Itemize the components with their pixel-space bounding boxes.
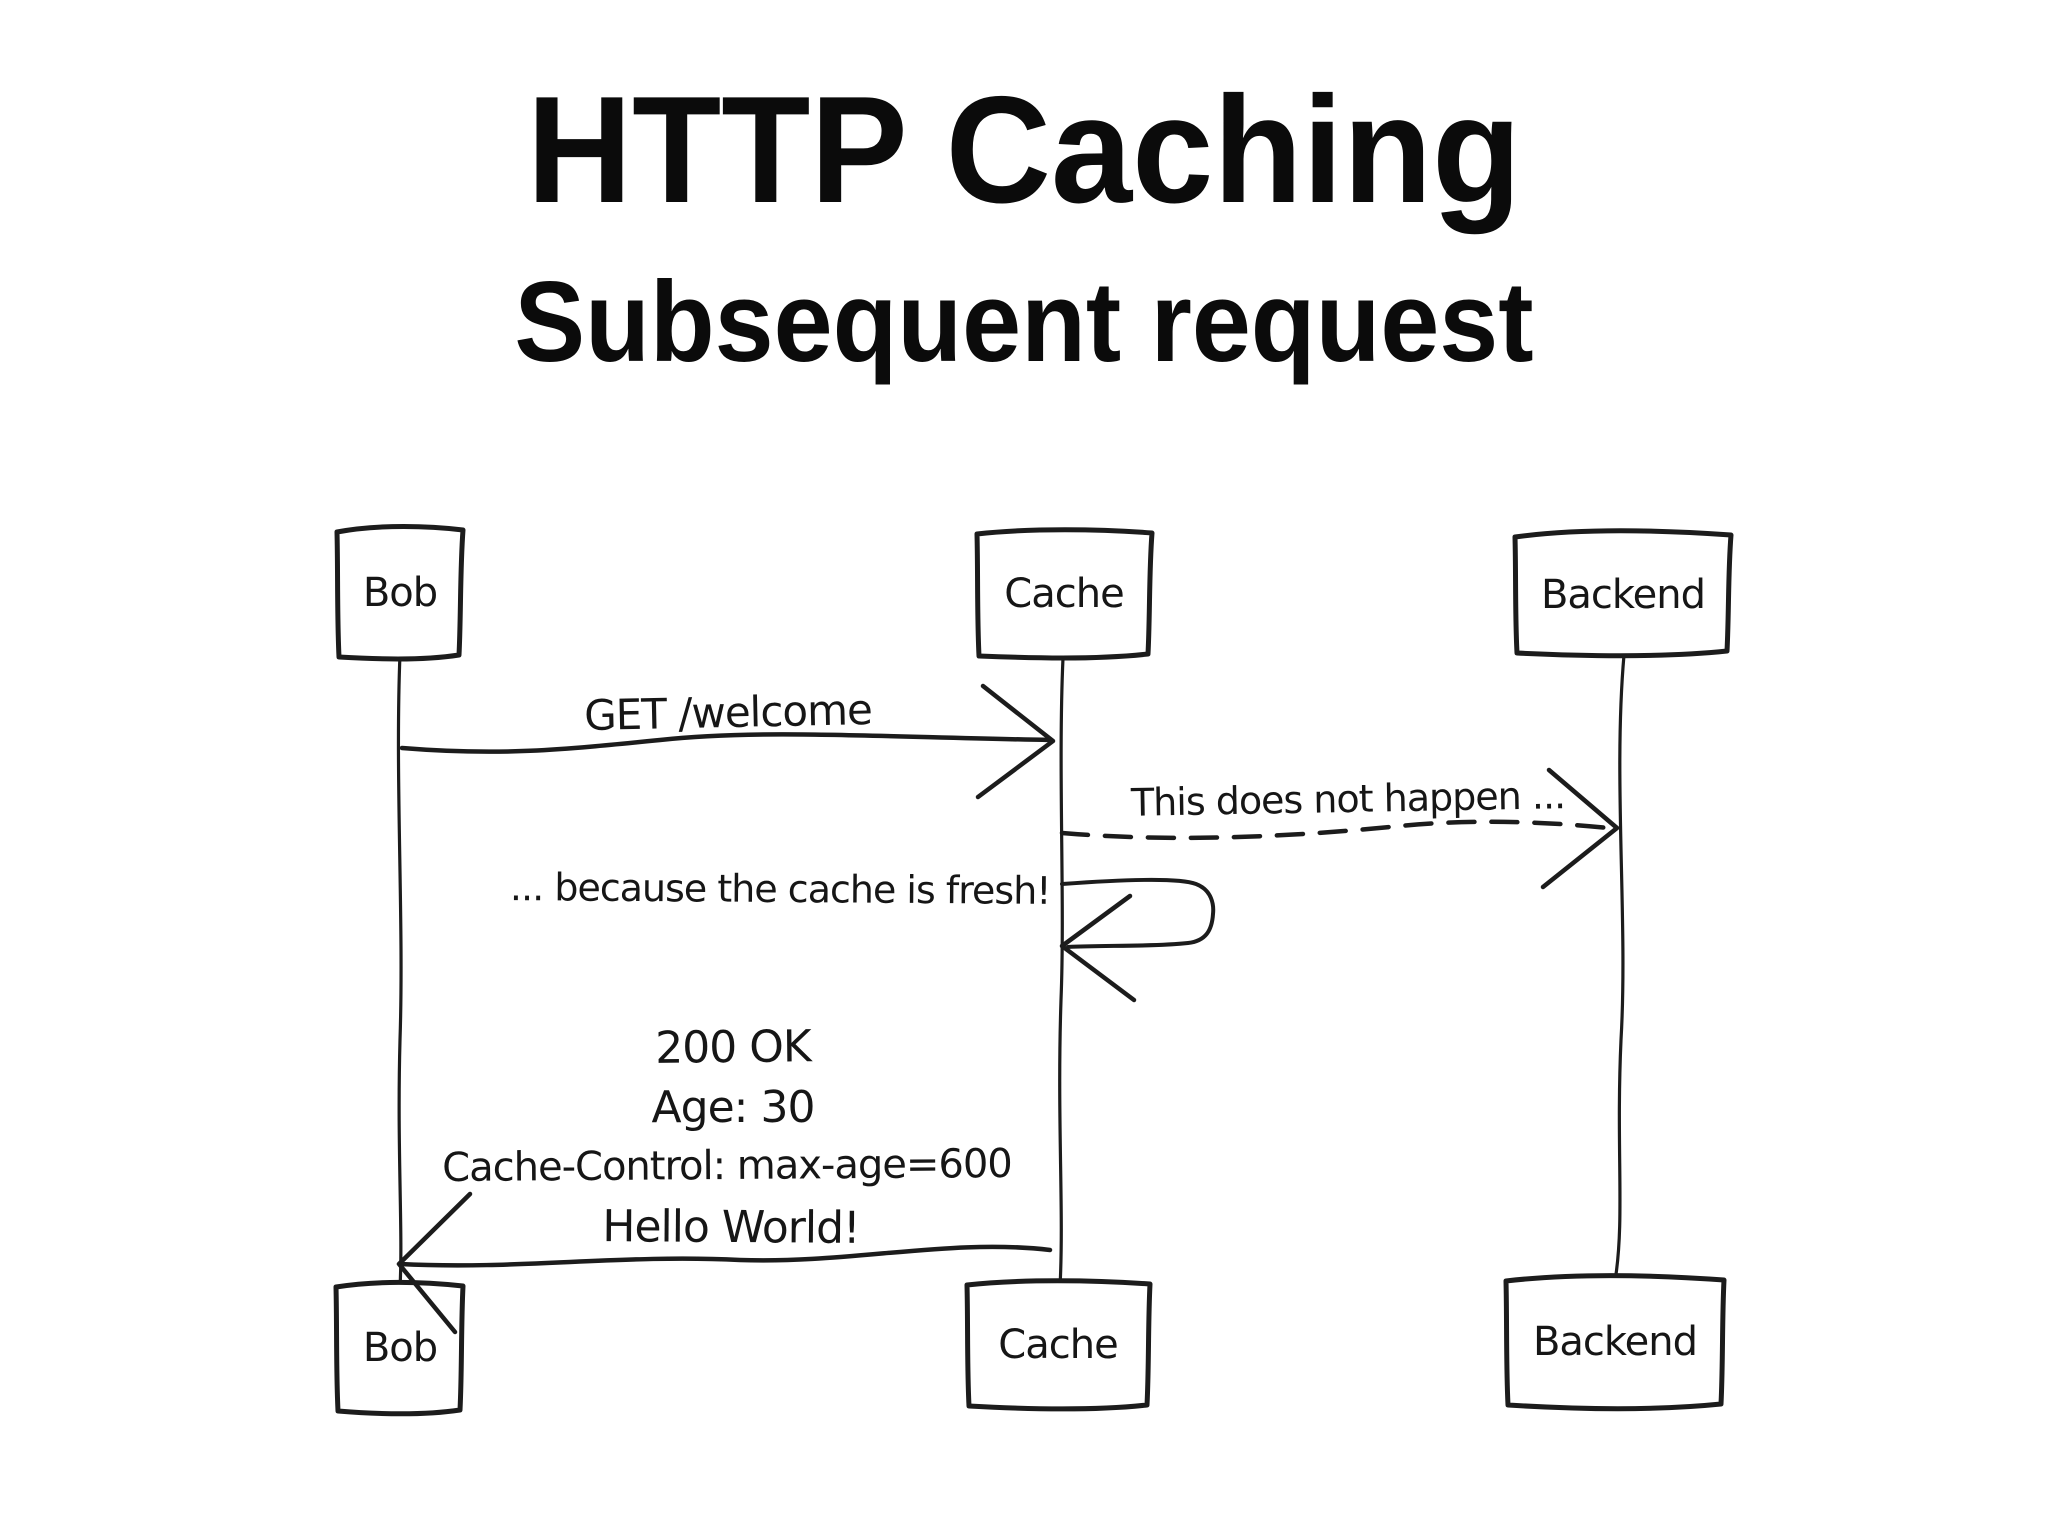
actor-label-backend-bottom: Backend (1532, 1319, 1698, 1365)
backend-lifeline (1613, 653, 1626, 1283)
actor-label-bob-bottom: Bob (362, 1325, 438, 1371)
response-line-status: 200 OK (654, 1021, 811, 1074)
cache-lifeline (1058, 656, 1065, 1289)
actor-box-backend-bottom (1503, 1273, 1727, 1412)
message-label-because-cache-fresh: ... because the cache is fresh! (509, 865, 1051, 913)
actor-box-cache-top (974, 527, 1155, 661)
bob-lifeline (396, 652, 403, 1290)
response-line-body: Hello World! (602, 1201, 860, 1254)
get-request-arrowhead (975, 683, 1056, 800)
get-request-arrow-line (399, 732, 1053, 754)
skipped-call-arrowhead (1540, 767, 1620, 890)
self-loop-arrowhead (1059, 893, 1137, 1003)
actor-box-bob-bottom (333, 1279, 466, 1417)
response-line-age: Age: 30 (651, 1082, 816, 1133)
response-arrowhead (396, 1191, 473, 1335)
slide-title: HTTP Caching (526, 65, 1522, 235)
actor-label-backend-top: Backend (1540, 572, 1706, 618)
message-label-get-welcome: GET /welcome (583, 684, 873, 741)
actor-box-bob-top (334, 524, 466, 662)
actor-box-cache-bottom (964, 1278, 1153, 1412)
actor-label-bob-top: Bob (362, 570, 438, 616)
actor-box-backend-top (1512, 528, 1734, 659)
actor-label-cache-top: Cache (1004, 571, 1124, 617)
response-line-cache-control: Cache-Control: max-age=600 (442, 1141, 1012, 1191)
response-arrow-line (397, 1244, 1053, 1268)
actor-label-cache-bottom: Cache (998, 1322, 1118, 1368)
skipped-call-arrow-line (1059, 819, 1611, 841)
self-loop-line (1060, 877, 1216, 949)
slide-subtitle: Subsequent request (514, 259, 1534, 386)
message-label-this-does-not-happen: This does not happen ... (1130, 773, 1566, 825)
